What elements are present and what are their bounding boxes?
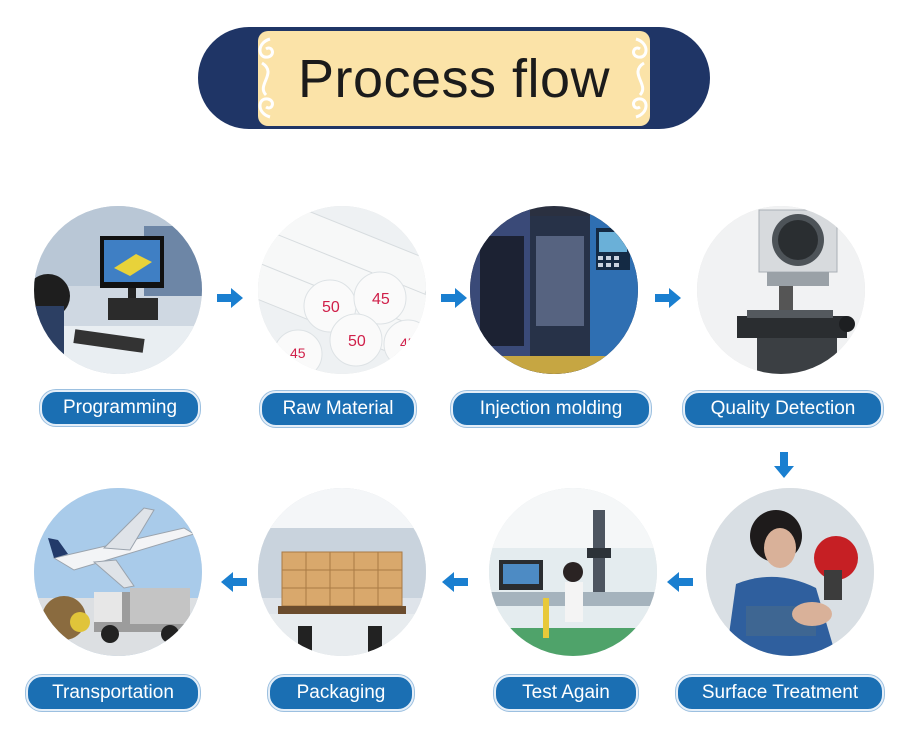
step-label-quality-detection: Quality Detection	[683, 391, 883, 427]
step-label-transportation: Transportation	[26, 675, 200, 711]
arrow-left-icon	[221, 572, 247, 592]
step-label-programming: Programming	[40, 390, 200, 426]
plastic-rods-photo: 50 45 50 45 45	[258, 206, 426, 374]
arrow-left-icon	[442, 572, 468, 592]
worker-polishing-photo	[706, 488, 874, 656]
step-label-test-again: Test Again	[494, 675, 638, 711]
arrow-right-icon	[441, 288, 467, 308]
measuring-instrument-photo	[697, 206, 865, 374]
testing-lab-photo	[489, 488, 657, 656]
step-label-injection-molding: Injection molding	[451, 391, 651, 427]
injection-machine-photo	[470, 206, 638, 374]
arrow-right-icon	[655, 288, 681, 308]
title-plaque: Process flow	[258, 31, 650, 126]
left-swirl-ornament	[258, 37, 274, 119]
airplane-truck-photo	[34, 488, 202, 656]
arrow-right-icon	[217, 288, 243, 308]
rod-label: 45	[372, 291, 390, 308]
step-label-packaging: Packaging	[268, 675, 414, 711]
arrow-left-icon	[667, 572, 693, 592]
step-label-surface-treatment: Surface Treatment	[676, 675, 884, 711]
computer-workstation-photo	[34, 206, 202, 374]
cartons-warehouse-photo	[258, 488, 426, 656]
rod-label: 45	[290, 345, 306, 361]
right-swirl-ornament	[632, 37, 648, 119]
rod-label: 50	[322, 299, 340, 316]
arrow-down-icon	[774, 452, 794, 478]
rod-label: 45	[400, 335, 416, 351]
page-title: Process flow	[297, 48, 611, 109]
rod-label: 50	[348, 333, 366, 350]
step-label-raw-material: Raw Material	[260, 391, 416, 427]
